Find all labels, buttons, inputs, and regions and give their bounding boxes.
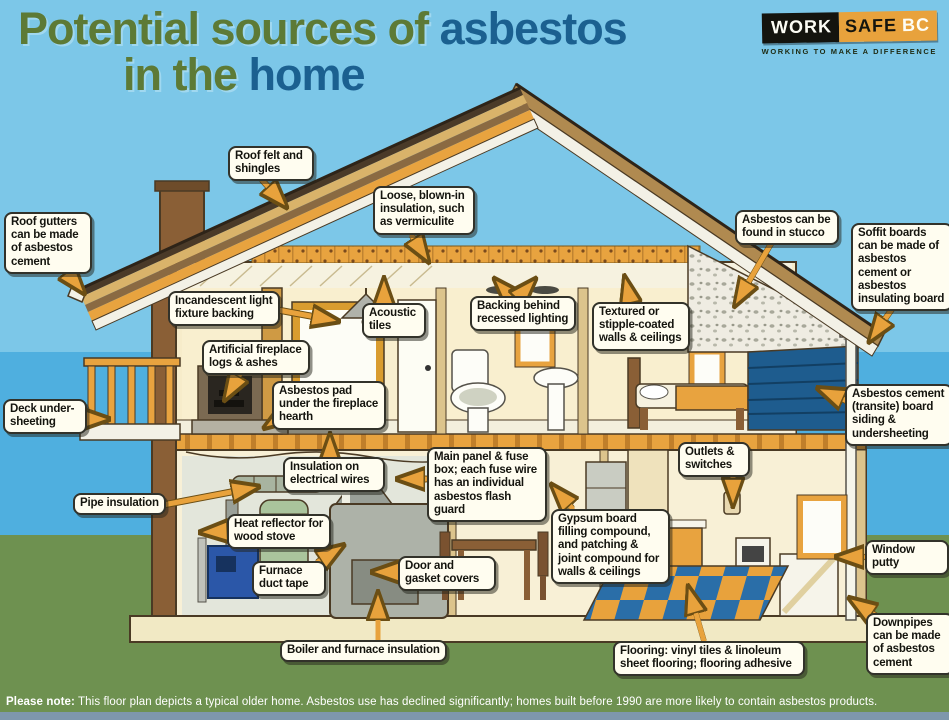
footer-note-text: This floor plan depicts a typical older … — [74, 696, 878, 708]
title-bold-home: home — [248, 48, 366, 100]
callout-arrows — [62, 177, 900, 644]
arrow-loose-insulation — [412, 236, 425, 256]
recessed-light — [531, 286, 559, 294]
footer-note-label: Please note: — [6, 696, 75, 708]
wall-divider — [435, 287, 447, 435]
bathroom — [397, 286, 579, 433]
roof-left-slope — [77, 86, 521, 292]
duct-tape — [342, 492, 350, 504]
callout-furnace-duct-tape: Furnace duct tape — [252, 561, 326, 597]
attic-insulation — [251, 245, 701, 264]
logo-work: WORK — [761, 12, 839, 44]
callout-heat-reflector: Heat reflector for wood stove — [227, 514, 331, 550]
callout-acoustic-tiles: Acoustic tiles — [362, 303, 426, 339]
callout-flooring: Flooring: vinyl tiles & linoleum sheet f… — [613, 641, 805, 677]
chair — [537, 531, 549, 577]
callout-door-gasket: Door and gasket covers — [398, 556, 496, 592]
title-bold-asbestos: asbestos — [439, 3, 628, 54]
roof — [67, 82, 885, 357]
callout-recessed-lighting: Backing behind recessed lighting — [470, 296, 576, 332]
arrow-artificial-fireplace — [228, 374, 240, 394]
footer-note: Please note: This floor plan depicts a t… — [6, 696, 946, 708]
callout-deck-undersheeting: Deck under-sheeting — [3, 399, 87, 435]
wall-divider — [577, 287, 589, 435]
callout-roof-felt: Roof felt and shingles — [228, 146, 314, 182]
callout-asbestos-pad: Asbestos pad under the fireplace hearth — [272, 381, 386, 430]
page-title: Potential sources of asbestos in the hom… — [18, 3, 628, 100]
title-regular: in the — [123, 48, 249, 100]
arrow-incandescent — [275, 310, 332, 320]
arrow-transite — [824, 391, 850, 401]
callout-main-panel: Main panel & fuse box; each fuse wire ha… — [427, 447, 547, 523]
kitchen-window — [797, 495, 847, 559]
callout-soffit-boards: Soffit boards can be made of asbestos ce… — [851, 223, 949, 312]
dining-table — [451, 539, 537, 551]
left-wall — [151, 285, 177, 621]
title-regular: Potential sources of — [18, 3, 440, 54]
callout-loose-insulation: Loose, blown-in insulation, such as verm… — [373, 186, 475, 235]
callout-stucco: Asbestos can be found in stucco — [735, 210, 839, 246]
callout-gypsum-board: Gypsum board filling compound, and patch… — [551, 509, 670, 585]
callout-pipe-insulation: Pipe insulation — [73, 493, 166, 516]
callout-boiler-insulation: Boiler and furnace insulation — [280, 640, 447, 663]
arrow-flooring — [690, 593, 704, 644]
downpipe — [845, 333, 857, 621]
callout-wire-insulation: Insulation on electrical wires — [283, 457, 385, 493]
arrow-gypsum — [556, 490, 572, 508]
arrow-stucco — [738, 239, 775, 300]
heat-reflector-panel — [197, 537, 207, 603]
arrow-heat-reflector — [207, 531, 232, 532]
arrow-pipe-insulation — [160, 488, 252, 508]
callout-textured-walls: Textured or stipple-coated walls & ceili… — [592, 302, 690, 351]
bathroom-mirror — [515, 325, 555, 367]
transite-siding-panel — [747, 345, 859, 431]
arrow-recessed-right — [518, 284, 531, 298]
arrow-textured — [626, 283, 630, 300]
callout-roof-gutters: Roof gutters can be made of asbestos cem… — [4, 212, 92, 274]
logo-tagline: WORKING TO MAKE A DIFFERENCE — [761, 47, 937, 56]
chimney-cap — [154, 180, 210, 192]
callout-incandescent-light: Incandescent light fixture backing — [168, 291, 280, 327]
callout-downpipes: Downpipes can be made of asbestos cement — [866, 613, 949, 675]
bottom-strip — [0, 712, 949, 720]
callout-artificial-fireplace: Artificial fireplace logs & ashes — [202, 340, 310, 376]
arrow-roof-felt — [262, 177, 282, 202]
callout-outlets-switches: Outlets & switches — [678, 442, 750, 478]
callout-transite-siding: Asbestos cement (transite) board siding … — [845, 384, 949, 446]
tall-cabinet — [627, 449, 669, 515]
callout-window-putty: Window putty — [865, 540, 949, 576]
arrow-furnace-duct — [318, 549, 338, 562]
